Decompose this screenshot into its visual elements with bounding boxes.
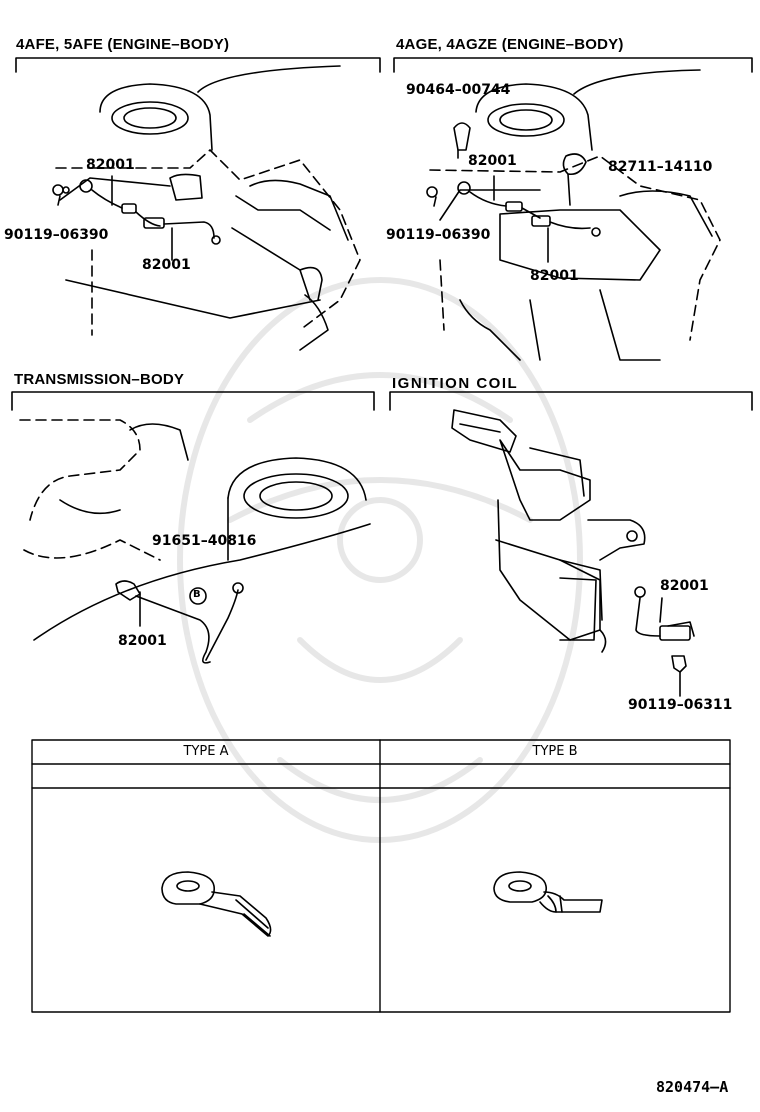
terminal-type-a-icon <box>161 871 272 937</box>
part-label[interactable]: 90119–06390 <box>4 227 109 243</box>
part-label[interactable]: 82001 <box>86 157 135 173</box>
part-label[interactable]: 82001 <box>468 153 517 169</box>
part-label[interactable]: 82001 <box>660 578 709 594</box>
engine-4afe-drawing <box>52 65 361 351</box>
part-label[interactable]: 91651–40816 <box>152 533 257 549</box>
part-label[interactable]: 82001 <box>530 268 579 284</box>
part-label[interactable]: 90464–00744 <box>406 82 511 98</box>
part-label[interactable]: 90119–06390 <box>386 227 491 243</box>
ignition-coil-drawing <box>451 409 695 697</box>
callout-letter: B <box>193 589 201 600</box>
terminal-type-b-icon <box>493 871 603 913</box>
part-label[interactable]: 82001 <box>118 633 167 649</box>
section-title-4age: 4AGE, 4AGZE (ENGINE–BODY) <box>396 36 624 53</box>
engine-4age-drawing <box>426 69 721 361</box>
part-label[interactable]: 90119–06311 <box>628 697 733 713</box>
section-title-ignition-coil: IGNITION COIL <box>392 375 519 392</box>
section-title-4afe: 4AFE, 5AFE (ENGINE–BODY) <box>16 36 230 53</box>
section-title-transmission: TRANSMISSION–BODY <box>14 371 185 388</box>
type-table-grid <box>31 739 731 1013</box>
type-b-header: TYPE B <box>532 744 578 759</box>
type-a-header: TYPE A <box>183 744 229 759</box>
part-label[interactable]: 82001 <box>142 257 191 273</box>
diagram-id: 820474–A <box>656 1078 729 1096</box>
transmission-drawing <box>19 419 371 664</box>
part-label[interactable]: 82711–14110 <box>608 159 713 175</box>
